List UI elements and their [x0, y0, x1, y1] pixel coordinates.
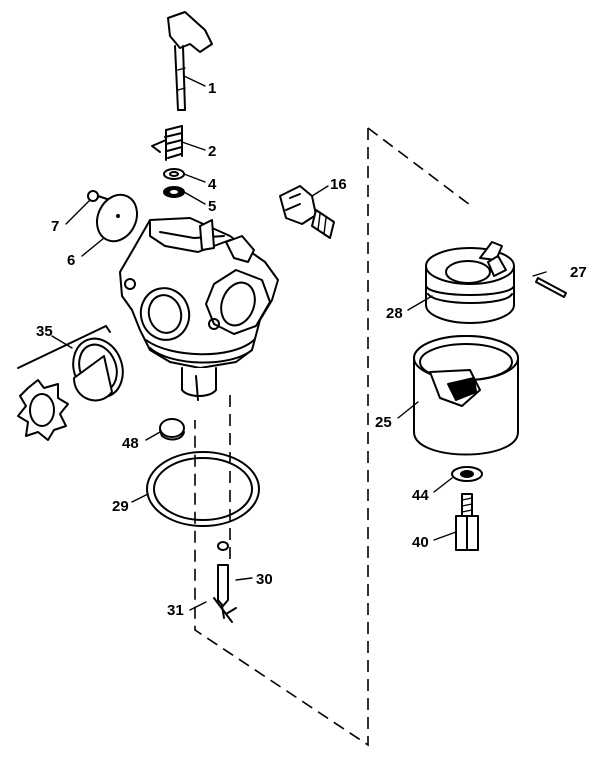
callout-5: 5 — [208, 198, 216, 215]
callout-6: 6 — [67, 252, 75, 269]
part-4-seal — [163, 168, 185, 180]
callout-40: 40 — [412, 534, 429, 551]
part-35-primer-bulb — [17, 325, 124, 441]
part-carburetor-body — [119, 217, 279, 401]
callout-27: 27 — [570, 264, 587, 281]
leader-lines — [51, 75, 547, 611]
part-29-bowl-gasket — [146, 451, 260, 527]
callout-4: 4 — [208, 176, 217, 193]
callout-1: 1 — [208, 80, 216, 97]
part-5-washer — [163, 186, 185, 198]
part-48-welch-plug — [159, 418, 185, 441]
callout-29: 29 — [112, 498, 129, 515]
callout-25: 25 — [375, 414, 392, 431]
assembly-dashed-line — [194, 127, 471, 747]
callout-48: 48 — [122, 435, 139, 452]
callout-28: 28 — [386, 305, 403, 322]
callout-30: 30 — [256, 571, 273, 588]
part-28-float — [425, 241, 515, 324]
callout-2: 2 — [208, 143, 216, 160]
part-7-screw — [87, 190, 111, 202]
part-1-throttle-shaft — [167, 11, 213, 111]
part-2-spring — [151, 125, 183, 161]
callout-44: 44 — [412, 487, 429, 504]
callout-16: 16 — [330, 176, 347, 193]
part-6-throttle-plate — [96, 193, 138, 243]
part-30-needle-valve — [217, 541, 229, 619]
part-40-bowl-nut — [455, 493, 479, 551]
callouts: 1 2 4 5 16 7 6 27 28 35 25 48 44 29 40 3… — [36, 80, 587, 619]
part-31-clip — [213, 597, 237, 623]
callout-7: 7 — [51, 218, 59, 235]
part-44-washer — [451, 466, 483, 482]
part-27-float-pin — [535, 277, 567, 298]
callout-31: 31 — [167, 602, 184, 619]
callout-35: 35 — [36, 323, 53, 340]
part-16-fuel-inlet-elbow — [279, 185, 335, 239]
part-25-fuel-bowl — [413, 335, 519, 456]
